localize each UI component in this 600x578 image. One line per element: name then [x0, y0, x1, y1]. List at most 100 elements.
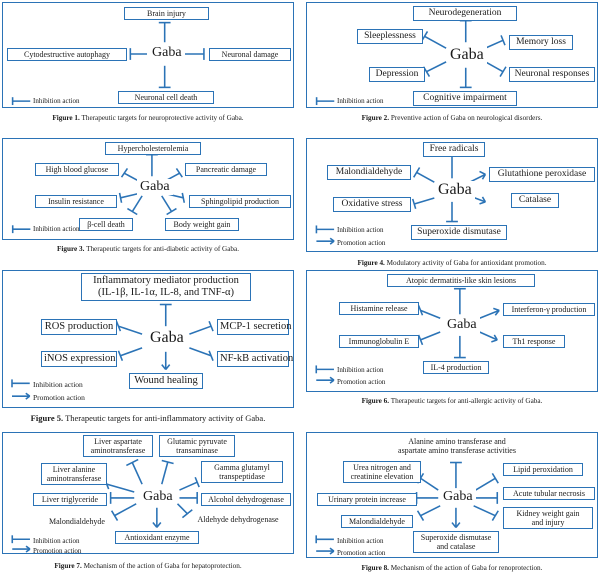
- high-blood-glucose-box: High blood glucose: [35, 163, 119, 176]
- figure-3-caption-text: Therapeutic targets for anti-diabetic ac…: [86, 245, 240, 253]
- glutathione-peroxidase-box: Glutathione peroxidase: [489, 167, 595, 182]
- catalase-box: Catalase: [511, 193, 559, 208]
- inhibition-legend: Inhibition action: [337, 366, 384, 374]
- wound-healing-box: Wound healing: [129, 373, 203, 389]
- figure-6-caption: Figure 6. Therapeutic targets for anti-a…: [306, 397, 598, 405]
- figure-5-caption: Figure 5. Therapeutic targets for anti-i…: [2, 413, 294, 423]
- figure-8-caption: Figure 8. Mechanism of the action of Gab…: [306, 564, 598, 572]
- figure-7-panel: Liver aspartate aminotransferase Glutami…: [2, 432, 294, 555]
- glutamic-pyruvate-box: Glutamic pyruvate transaminase: [159, 435, 235, 457]
- figure-3-caption-label: Figure 3.: [56, 245, 85, 253]
- figure-1-caption: Figure 1. Therapeutic targets for neurop…: [2, 114, 294, 122]
- figure-7-caption-label: Figure 7.: [54, 562, 82, 570]
- liver-aspartate-line-2: aminotransferase: [90, 446, 146, 455]
- neurodegeneration-box: Neurodegeneration: [413, 6, 517, 21]
- kidney-weight-line-2: and injury: [531, 518, 565, 527]
- figure-8-panel: Alanine amino transferase and aspartate …: [306, 432, 598, 558]
- insulin-resistance-box: Insulin resistance: [35, 195, 117, 208]
- gaba-center-label: Gaba: [140, 489, 176, 505]
- liver-aspartate-line-1: Liver aspartate: [94, 437, 142, 446]
- malondialdehyde-box: Malondialdehyde: [43, 515, 111, 528]
- promotion-legend: Promotion action: [337, 239, 386, 247]
- ros-production-box: ROS production: [41, 319, 117, 335]
- kidney-weight-line-1: Kidney weight gain: [516, 509, 580, 518]
- histamine-release-box: Histamine release: [339, 302, 419, 315]
- pancreatic-damage-box: Pancreatic damage: [185, 163, 267, 176]
- malondialdehyde-box: Malondialdehyde: [327, 165, 411, 180]
- figure-7-caption-text: Mechanism of the action of Gaba for hepa…: [83, 562, 242, 570]
- sod-catalase-box: Superoxide dismutase and catalase: [413, 531, 499, 553]
- gamma-glutamyl-box: Gamma glutamyl transpeptidase: [201, 461, 283, 483]
- gamma-glutamyl-line-1: Gamma glutamyl: [214, 463, 270, 472]
- lipid-peroxidation-box: Lipid peroxidation: [503, 463, 583, 476]
- neuronal-damage-box: Neuronal damage: [209, 48, 291, 61]
- inos-expression-box: iNOS expression: [41, 351, 117, 367]
- figure-5-caption-text: Therapeutic targets for anti-inflammator…: [65, 413, 266, 423]
- urinary-protein-increase-box: Urinary protein increase: [317, 493, 417, 506]
- gaba-center-label: Gaba: [447, 46, 487, 64]
- promotion-legend: Promotion action: [33, 547, 82, 555]
- inhibition-legend: Inhibition action: [337, 97, 384, 105]
- figure-1-panel: Brain injury Cytodestructive autophagy G…: [2, 2, 294, 108]
- figure-6-panel: Atopic dermatitis-like skin lesions Hist…: [306, 270, 598, 392]
- liver-alanine-line-1: Liver alanine: [52, 465, 96, 474]
- gaba-center-label: Gaba: [147, 329, 187, 347]
- promotion-legend: Promotion action: [337, 378, 386, 386]
- il-4-production-box: IL-4 production: [423, 361, 489, 374]
- figure-1-caption-label: Figure 1.: [52, 114, 80, 122]
- kidney-weight-box: Kidney weight gain and injury: [503, 507, 593, 529]
- figure-8-caption-label: Figure 8.: [361, 564, 389, 572]
- neuronal-cell-death-box: Neuronal cell death: [118, 91, 214, 104]
- inflammatory-mediator-line-1: Inflammatory mediator production: [93, 275, 239, 286]
- inflammatory-mediator-line-2: (IL-1β, IL-1α, IL-8, and TNF-α): [98, 287, 234, 298]
- figure-4-caption: Figure 4. Modulatory activity of Gaba fo…: [306, 259, 598, 267]
- cognitive-impairment-box: Cognitive impairment: [413, 91, 517, 106]
- gaba-center-label: Gaba: [435, 181, 475, 199]
- sleeplessness-box: Sleeplessness: [357, 29, 423, 44]
- liver-alanine-box: Liver alanine aminotransferase: [41, 463, 107, 485]
- urea-nitrogen-line-1: Urea nitrogen and: [353, 463, 411, 472]
- gaba-center-label: Gaba: [444, 317, 480, 333]
- alt-ast-activities-box: Alanine amino transferase and aspartate …: [377, 435, 537, 457]
- urea-nitrogen-line-2: creatinine elevation: [350, 472, 414, 481]
- inhibition-legend: Inhibition action: [33, 380, 83, 389]
- figure-4-caption-text: Modulatory activity of Gaba for antioxid…: [386, 259, 547, 267]
- glutamic-pyruvate-line-2: transaminase: [176, 446, 218, 455]
- inhibition-legend: Inhibition action: [33, 537, 80, 545]
- oxidative-stress-box: Oxidative stress: [333, 197, 411, 212]
- gaba-center-label: Gaba: [137, 179, 173, 195]
- liver-alanine-line-2: aminotransferase: [46, 474, 102, 483]
- brain-injury-box: Brain injury: [124, 7, 209, 20]
- gaba-center-label: Gaba: [149, 45, 185, 61]
- aldehyde-dehydrogenase-box: Aldehyde dehydrogenase: [189, 513, 287, 526]
- promotion-legend: Promotion action: [337, 549, 386, 557]
- beta-cell-death-box: β-cell death: [79, 218, 133, 231]
- neuronal-responses-box: Neuronal responses: [509, 67, 595, 82]
- sod-catalase-line-2: and catalase: [436, 542, 476, 551]
- inhibition-legend: Inhibition action: [33, 225, 80, 233]
- figure-8-caption-text: Mechanism of the action of Gaba for reno…: [390, 564, 543, 572]
- inhibition-legend: Inhibition action: [337, 226, 384, 234]
- th1-response-box: Th1 response: [503, 335, 565, 348]
- malondialdehyde-box: Malondialdehyde: [341, 515, 413, 528]
- sphingolipid-production-box: Sphingolipid production: [189, 195, 291, 208]
- memory-loss-box: Memory loss: [509, 35, 573, 50]
- urea-nitrogen-box: Urea nitrogen and creatinine elevation: [343, 461, 421, 483]
- body-weight-gain-box: Body weight gain: [165, 218, 239, 231]
- gamma-glutamyl-line-2: transpeptidase: [219, 472, 265, 481]
- acute-tubular-necrosis-box: Acute tubular necrosis: [503, 487, 595, 500]
- inflammatory-mediator-box: Inflammatory mediator production (IL-1β,…: [81, 273, 251, 301]
- glutamic-pyruvate-line-1: Glutamic pyruvate: [167, 437, 227, 446]
- antioxidant-enzyme-box: Antioxidant enzyme: [115, 531, 199, 544]
- liver-aspartate-box: Liver aspartate aminotransferase: [83, 435, 153, 457]
- inhibition-legend: Inhibition action: [33, 97, 80, 105]
- figure-2-caption: Figure 2. Preventive action of Gaba on n…: [306, 114, 598, 122]
- immunoglobulin-e-box: Immunoglobulin E: [339, 335, 419, 348]
- liver-triglyceride-box: Liver triglyceride: [33, 493, 107, 506]
- figure-6-caption-text: Therapeutic targets for anti-allergic ac…: [390, 397, 543, 405]
- promotion-legend: Promotion action: [33, 393, 85, 402]
- figure-6-caption-label: Figure 6.: [361, 397, 390, 405]
- cytodestructive-autophagy-box: Cytodestructive autophagy: [7, 48, 127, 61]
- inhibition-legend: Inhibition action: [337, 537, 384, 545]
- alt-ast-line-1: Alanine amino transferase and: [408, 437, 506, 446]
